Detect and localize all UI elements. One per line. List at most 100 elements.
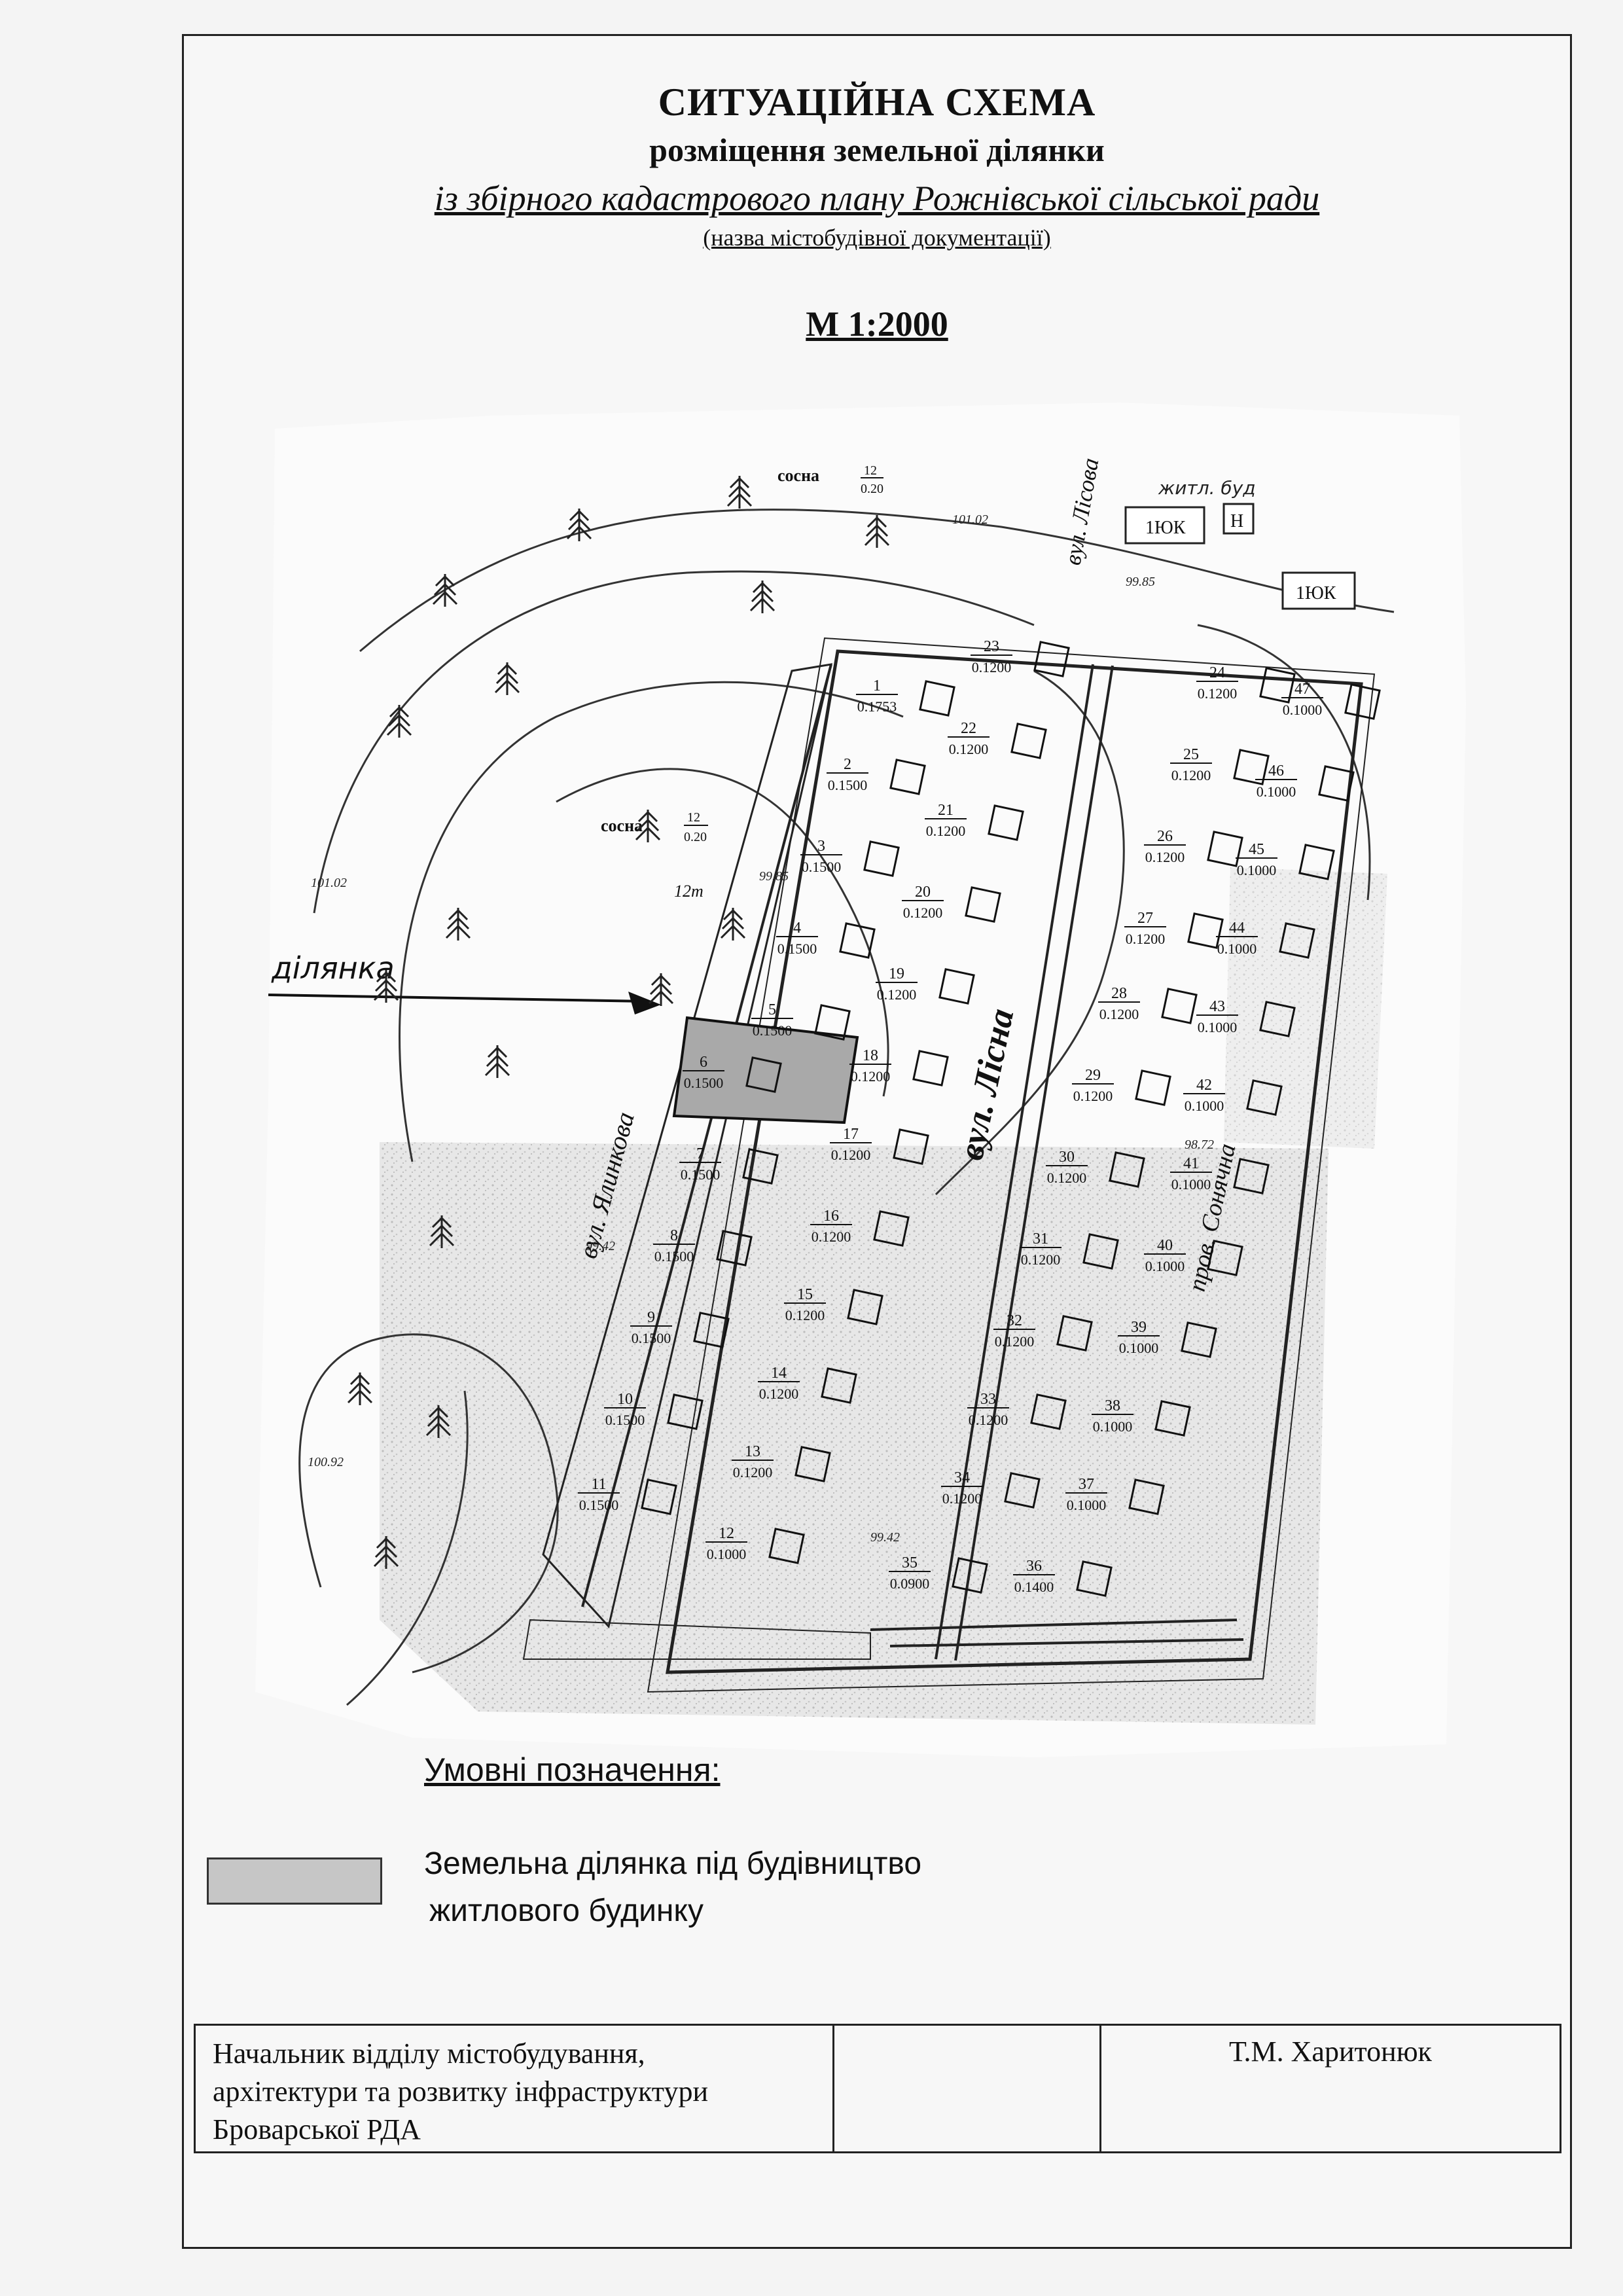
map-scale: М 1:2000 (806, 304, 948, 344)
house-footprint (988, 804, 1024, 841)
lot-5: 5 0.1500 (751, 1001, 851, 1041)
lot-area: 0.1000 (1185, 1098, 1224, 1114)
lot-area: 0.1500 (632, 1330, 671, 1346)
lot-number: 5 (768, 1001, 776, 1018)
lot-32: 320.1200 (993, 1312, 1093, 1352)
lot-9: 90.1500 (630, 1309, 730, 1348)
document-title: СИТУАЦІЙНА СХЕМА (658, 81, 1096, 124)
street-lines (581, 664, 1244, 1661)
lot-number: 18 (863, 1047, 878, 1064)
elevation-1: 101.02 (952, 512, 988, 527)
lot-number: 13 (745, 1443, 760, 1460)
lot-area: 0.1200 (1021, 1251, 1061, 1268)
house-footprint (1246, 1079, 1283, 1116)
signature-table: Начальник відділу містобудування, архіте… (194, 2024, 1561, 2153)
lot-26: 260.1200 (1144, 828, 1243, 867)
parcel-pointer-line (268, 994, 649, 1003)
lot-number: 45 (1249, 841, 1264, 858)
map-shading-east (1224, 867, 1387, 1149)
house-footprint (1233, 1158, 1270, 1194)
elevation-8: 98.72 (1185, 1138, 1214, 1152)
lot-44: 440.1000 (1216, 920, 1315, 959)
house-footprint (1161, 988, 1198, 1024)
lot-22: 220.1200 (948, 720, 1047, 759)
tree-icon (648, 973, 674, 1006)
lot-area: 0.1200 (969, 1412, 1008, 1428)
house-footprint (1259, 1001, 1296, 1037)
building-1-code: 1ЮК (1145, 518, 1186, 538)
lot-41: 410.1000 (1170, 1155, 1270, 1194)
lot-number: 46 (1268, 762, 1284, 780)
lot-area: 0.1200 (1198, 685, 1238, 702)
lot-area: 0.1200 (1126, 931, 1166, 947)
lot-27: 270.1200 (1124, 910, 1224, 949)
lot-number: 1 (873, 677, 881, 694)
lot-4: 40.1500 (776, 920, 876, 959)
lot-area: 0.1000 (1119, 1340, 1159, 1356)
lot-area: 0.1500 (753, 1022, 793, 1039)
position-line3: Броварської РДА (213, 2113, 421, 2145)
lot-17: 170.1200 (830, 1126, 929, 1165)
lot-area: 0.0900 (890, 1575, 930, 1592)
signature-cell (834, 2026, 1101, 2151)
lot-area: 0.1200 (733, 1464, 773, 1480)
pine-den-1: 0.20 (861, 482, 883, 496)
parcel-pointer-label: ділянка (271, 950, 395, 986)
lot-area: 0.1500 (828, 777, 868, 793)
lot-number: 44 (1229, 920, 1245, 937)
lot-area: 0.1200 (1047, 1170, 1087, 1186)
lot-number: 34 (954, 1469, 970, 1486)
lot-area: 0.1500 (605, 1412, 645, 1428)
lot-39: 390.1000 (1118, 1319, 1217, 1358)
house-footprint (1082, 1233, 1119, 1270)
tree-icon (386, 705, 412, 738)
lot-area: 0.1000 (707, 1546, 747, 1562)
road-width-label: 12m (674, 882, 704, 901)
lot-42: 420.1000 (1183, 1077, 1283, 1116)
lot-46: 46 0.1000 (1255, 762, 1355, 802)
lot-area: 0.1200 (785, 1307, 825, 1323)
elevation-7: 100.92 (308, 1455, 344, 1469)
house-footprint (1279, 922, 1315, 959)
house-footprint (742, 1148, 779, 1185)
lot-14: 140.1200 (758, 1365, 857, 1404)
lot-40: 400.1000 (1144, 1237, 1243, 1276)
lot-number: 7 (696, 1145, 704, 1162)
house-footprint (1004, 1472, 1041, 1509)
lot-number: 43 (1209, 998, 1225, 1015)
lot-number: 20 (915, 884, 931, 901)
pine-annotation-2: сосна 12 0.20 (601, 810, 708, 844)
lot-1: 10.1753 (856, 677, 955, 717)
lot-area: 0.1000 (1093, 1418, 1133, 1435)
position-line2: архітектури та розвитку інфраструктури (213, 2075, 709, 2108)
pine-num-1: 12 (864, 463, 877, 478)
lot-number: 19 (889, 965, 904, 982)
lot-number: 35 (902, 1554, 918, 1571)
elevation-6: 99.42 (870, 1530, 900, 1545)
tree-icon (373, 1536, 399, 1569)
lot-area: 0.1200 (942, 1490, 982, 1507)
lot-area: 0.1200 (831, 1147, 871, 1163)
lot-number: 36 (1026, 1558, 1042, 1575)
lot-area: 0.1200 (972, 659, 1012, 675)
house-footprint (1128, 1479, 1165, 1515)
lot-area: 0.1000 (1257, 783, 1296, 800)
lot-number: 23 (984, 638, 999, 655)
lot-6: 60.1500 (683, 1054, 782, 1093)
lot-20: 200.1200 (902, 884, 1001, 923)
lot-43: 430.1000 (1196, 998, 1296, 1037)
house-footprint (952, 1557, 988, 1594)
legend-swatch (207, 1857, 382, 1905)
house-footprint (1030, 1393, 1067, 1430)
lot-number: 3 (817, 838, 825, 855)
lot-area: 0.1000 (1171, 1176, 1211, 1193)
house-footprint (912, 1050, 949, 1086)
lot-number: 31 (1033, 1230, 1048, 1247)
lot-number: 21 (938, 802, 954, 819)
house-footprint (667, 1393, 704, 1430)
elevation-5: 99.42 (586, 1239, 615, 1253)
lot-number: 28 (1111, 985, 1127, 1002)
document-subtitle: розміщення земельної ділянки (649, 132, 1105, 168)
lot-10: 100.1500 (604, 1391, 704, 1430)
tree-icon (720, 908, 746, 941)
